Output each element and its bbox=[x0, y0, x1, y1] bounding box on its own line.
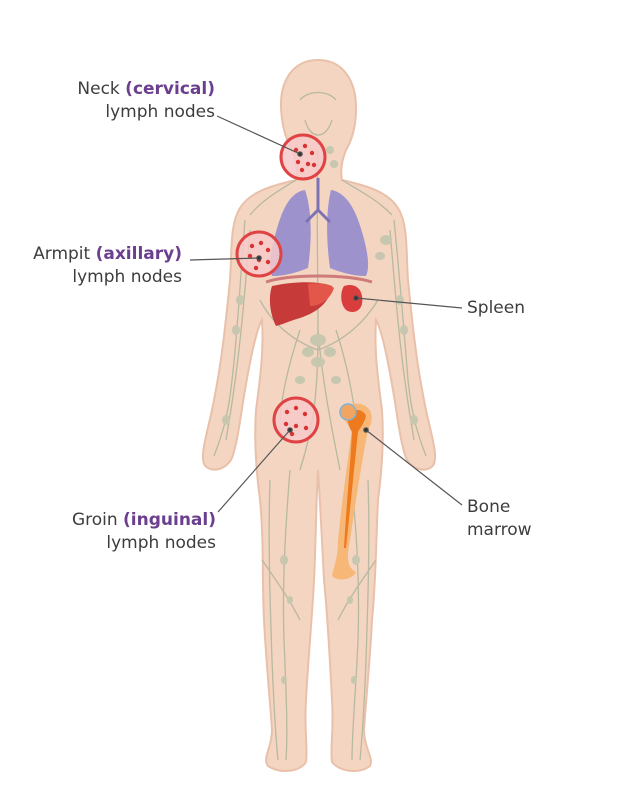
marrow-core bbox=[344, 409, 366, 548]
bone-marrow-label-line1: Bone bbox=[467, 497, 511, 517]
groin-label-text: Groin bbox=[71, 510, 124, 530]
label-groin-lymph-nodes: Groin (inguinal) lymph nodes bbox=[72, 509, 216, 555]
leader-bone-marrow bbox=[365, 429, 463, 506]
trachea bbox=[304, 178, 332, 224]
spleen-label-text: Spleen bbox=[467, 298, 525, 318]
groin-label-line2: lymph nodes bbox=[106, 533, 216, 553]
leader-neck bbox=[216, 115, 301, 155]
lymph-node-clusters bbox=[222, 146, 418, 684]
bone-marrow-label-line2: marrow bbox=[467, 520, 532, 540]
neck-node-circle bbox=[279, 133, 327, 181]
neck-label-emphasis: (cervical) bbox=[125, 79, 215, 99]
leader-spleen bbox=[355, 297, 463, 309]
lung-right bbox=[327, 190, 369, 276]
femur bbox=[332, 403, 372, 580]
liver bbox=[269, 282, 334, 326]
armpit-node-circle bbox=[235, 230, 283, 278]
leader-lines bbox=[189, 115, 463, 513]
armpit-label-line2: lymph nodes bbox=[72, 267, 182, 287]
neck-label-text: Neck bbox=[77, 79, 126, 99]
diaphragm bbox=[265, 274, 373, 284]
spleen-organ bbox=[341, 284, 363, 312]
groin-label-emphasis: (inguinal) bbox=[123, 510, 216, 530]
neck-label-line2: lymph nodes bbox=[105, 102, 215, 122]
label-bone-marrow: Bone marrow bbox=[467, 496, 532, 542]
leader-groin bbox=[217, 429, 291, 513]
femur-head bbox=[339, 403, 357, 421]
femur-bone bbox=[332, 403, 372, 580]
label-armpit-lymph-nodes: Armpit (axillary) lymph nodes bbox=[33, 243, 182, 289]
label-spleen: Spleen bbox=[467, 297, 525, 320]
armpit-label-emphasis: (axillary) bbox=[95, 244, 182, 264]
groin-node-circle bbox=[272, 396, 320, 444]
armpit-label-text: Armpit bbox=[33, 244, 96, 264]
leader-armpit bbox=[189, 257, 260, 261]
label-neck-lymph-nodes: Neck (cervical) lymph nodes bbox=[77, 78, 215, 124]
